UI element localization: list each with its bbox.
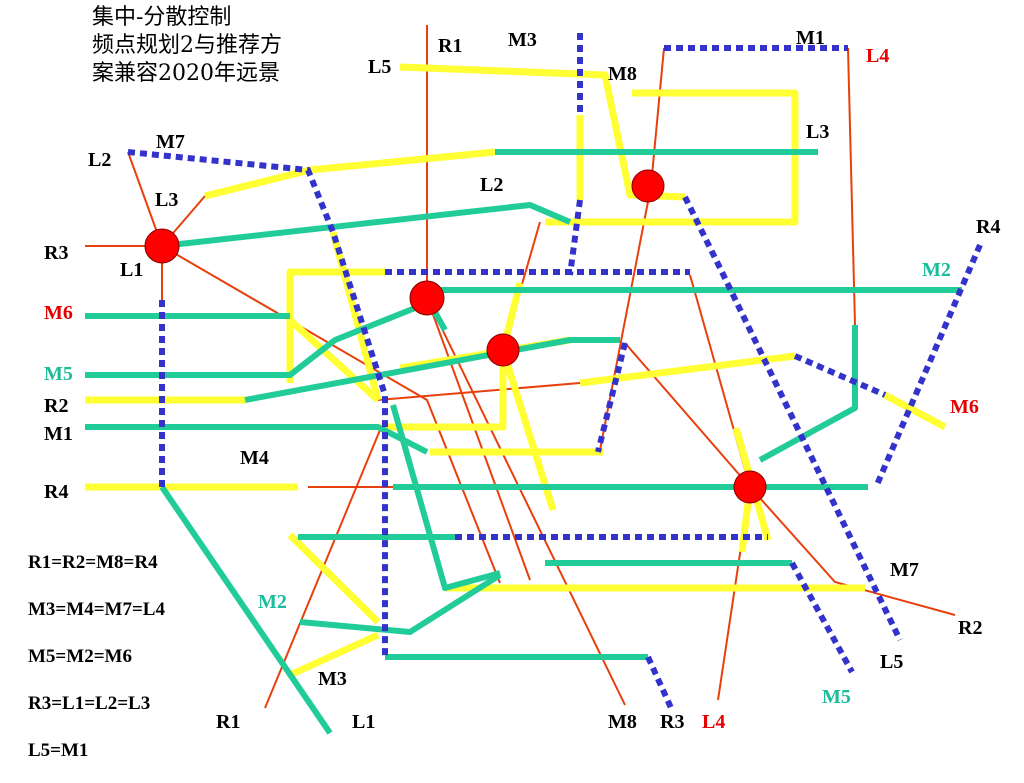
l4-line-right: [847, 47, 856, 326]
label-m6-left: M6: [44, 302, 73, 324]
label-m3-top: M3: [508, 29, 537, 51]
m-dashed-center-vertical: [567, 199, 583, 276]
m-teal-center: [244, 337, 620, 403]
node-r1: [409, 280, 445, 316]
l4-line-top: [650, 47, 665, 187]
equivalence-list: R1=R2=M8=R4 M3=M4=M7=L4 M5=M2=M6 R3=L1=L…: [28, 548, 165, 783]
equivalence-item: R1=R2=M8=R4: [28, 552, 158, 573]
label-l1-bottom: L1: [352, 711, 375, 733]
m1-teal-left: [85, 424, 429, 455]
title-line-2: 频点规划2与推荐方: [92, 33, 282, 58]
label-r4-left: R4: [44, 481, 68, 503]
l3-box: [545, 89, 799, 226]
m7-dashed-left: [127, 149, 388, 657]
r1-line-main: [426, 297, 531, 581]
label-r3-left: R3: [44, 242, 68, 264]
l-line-center-down: [380, 350, 507, 431]
node-l1: [144, 228, 180, 264]
label-m4-left: M4: [240, 447, 269, 469]
label-l4-top: L4: [866, 45, 889, 67]
label-r1-top: R1: [438, 35, 462, 57]
label-r2-left: R2: [44, 395, 68, 417]
nodes: [144, 169, 767, 504]
label-m2-bottom: M2: [258, 591, 287, 613]
label-m7-right: M7: [890, 559, 919, 581]
m5-dashed-bottom: [789, 561, 855, 674]
l-line-m3-bottom: [288, 631, 380, 679]
m-teal-right-hook: [758, 325, 858, 463]
m-dashed-right-long: [682, 195, 903, 642]
equivalence-item: L5=M1: [28, 740, 89, 761]
node-center: [486, 333, 520, 367]
labels: R1 M3 M1 L4 L5 M8 L3 L2 M7 L2 L3 R3 L1 R…: [44, 27, 1000, 733]
m2-teal-bottom: [299, 572, 502, 635]
r4-dashed-right: [873, 243, 983, 489]
label-l4-bottom: L4: [702, 711, 725, 733]
r2-line-cross: [377, 382, 581, 401]
equivalence-item: R3=L1=L2=L3: [28, 693, 151, 714]
l-line-center-tall: [499, 348, 557, 512]
l-line-bottom-left: [287, 532, 381, 625]
label-r4-right: R4: [976, 216, 1000, 238]
equivalence-item: M3=M4=M7=L4: [28, 599, 165, 620]
label-l2-left: L2: [88, 149, 111, 171]
label-m1-left: M1: [44, 423, 73, 445]
m8-line: [426, 297, 626, 706]
l1-teal-line: [161, 202, 572, 249]
l3-line-left: [204, 148, 496, 200]
label-m1-top: M1: [796, 27, 825, 49]
r3-line-diagonal: [161, 245, 501, 584]
m-solid-lines: [85, 149, 962, 735]
label-m8-top: M8: [608, 63, 637, 85]
label-l2-mid: L2: [480, 174, 503, 196]
label-l5-top: L5: [368, 56, 391, 78]
node-m8: [631, 169, 665, 203]
m6-dashed-right: [793, 353, 887, 398]
label-m2-right: M2: [922, 259, 951, 281]
node-right: [733, 470, 767, 504]
label-m8-bottom: M8: [608, 711, 637, 733]
r2-line-diagonal: [624, 342, 956, 616]
title-line-3: 案兼容2020年远景: [92, 61, 280, 86]
label-r1-bottom: R1: [216, 711, 240, 733]
l1-teal-bottom: [159, 485, 333, 735]
label-m6-right: M6: [950, 396, 979, 418]
label-m5-left: M5: [44, 363, 73, 385]
m6-yellow-right: [883, 391, 947, 431]
label-l3-left: L3: [155, 189, 178, 211]
r3-dashed-bottom: [645, 655, 675, 712]
label-r2-right: R2: [958, 617, 982, 639]
label-m3-bottom: M3: [318, 668, 347, 690]
l-line-box-left: [286, 268, 385, 383]
m-dashed-mid-vertical: [595, 342, 628, 453]
label-m7-left: M7: [156, 131, 185, 153]
equivalence-item: M5=M2=M6: [28, 646, 132, 667]
l-line-spoke: [287, 317, 381, 403]
label-l3-right: L3: [806, 121, 829, 143]
l4-line-long: [599, 185, 652, 451]
label-m5-bottom: M5: [822, 686, 851, 708]
label-r3-bottom: R3: [660, 711, 684, 733]
label-l1-left: L1: [120, 259, 143, 281]
diagram-title: 集中-分散控制 频点规划2与推荐方 案兼容2020年远景: [92, 4, 282, 88]
title-line-1: 集中-分散控制: [92, 5, 232, 30]
m-teal-center-vertical: [390, 404, 501, 591]
m-dashed-lines: [127, 33, 983, 712]
label-l5-bottom: L5: [880, 651, 903, 673]
